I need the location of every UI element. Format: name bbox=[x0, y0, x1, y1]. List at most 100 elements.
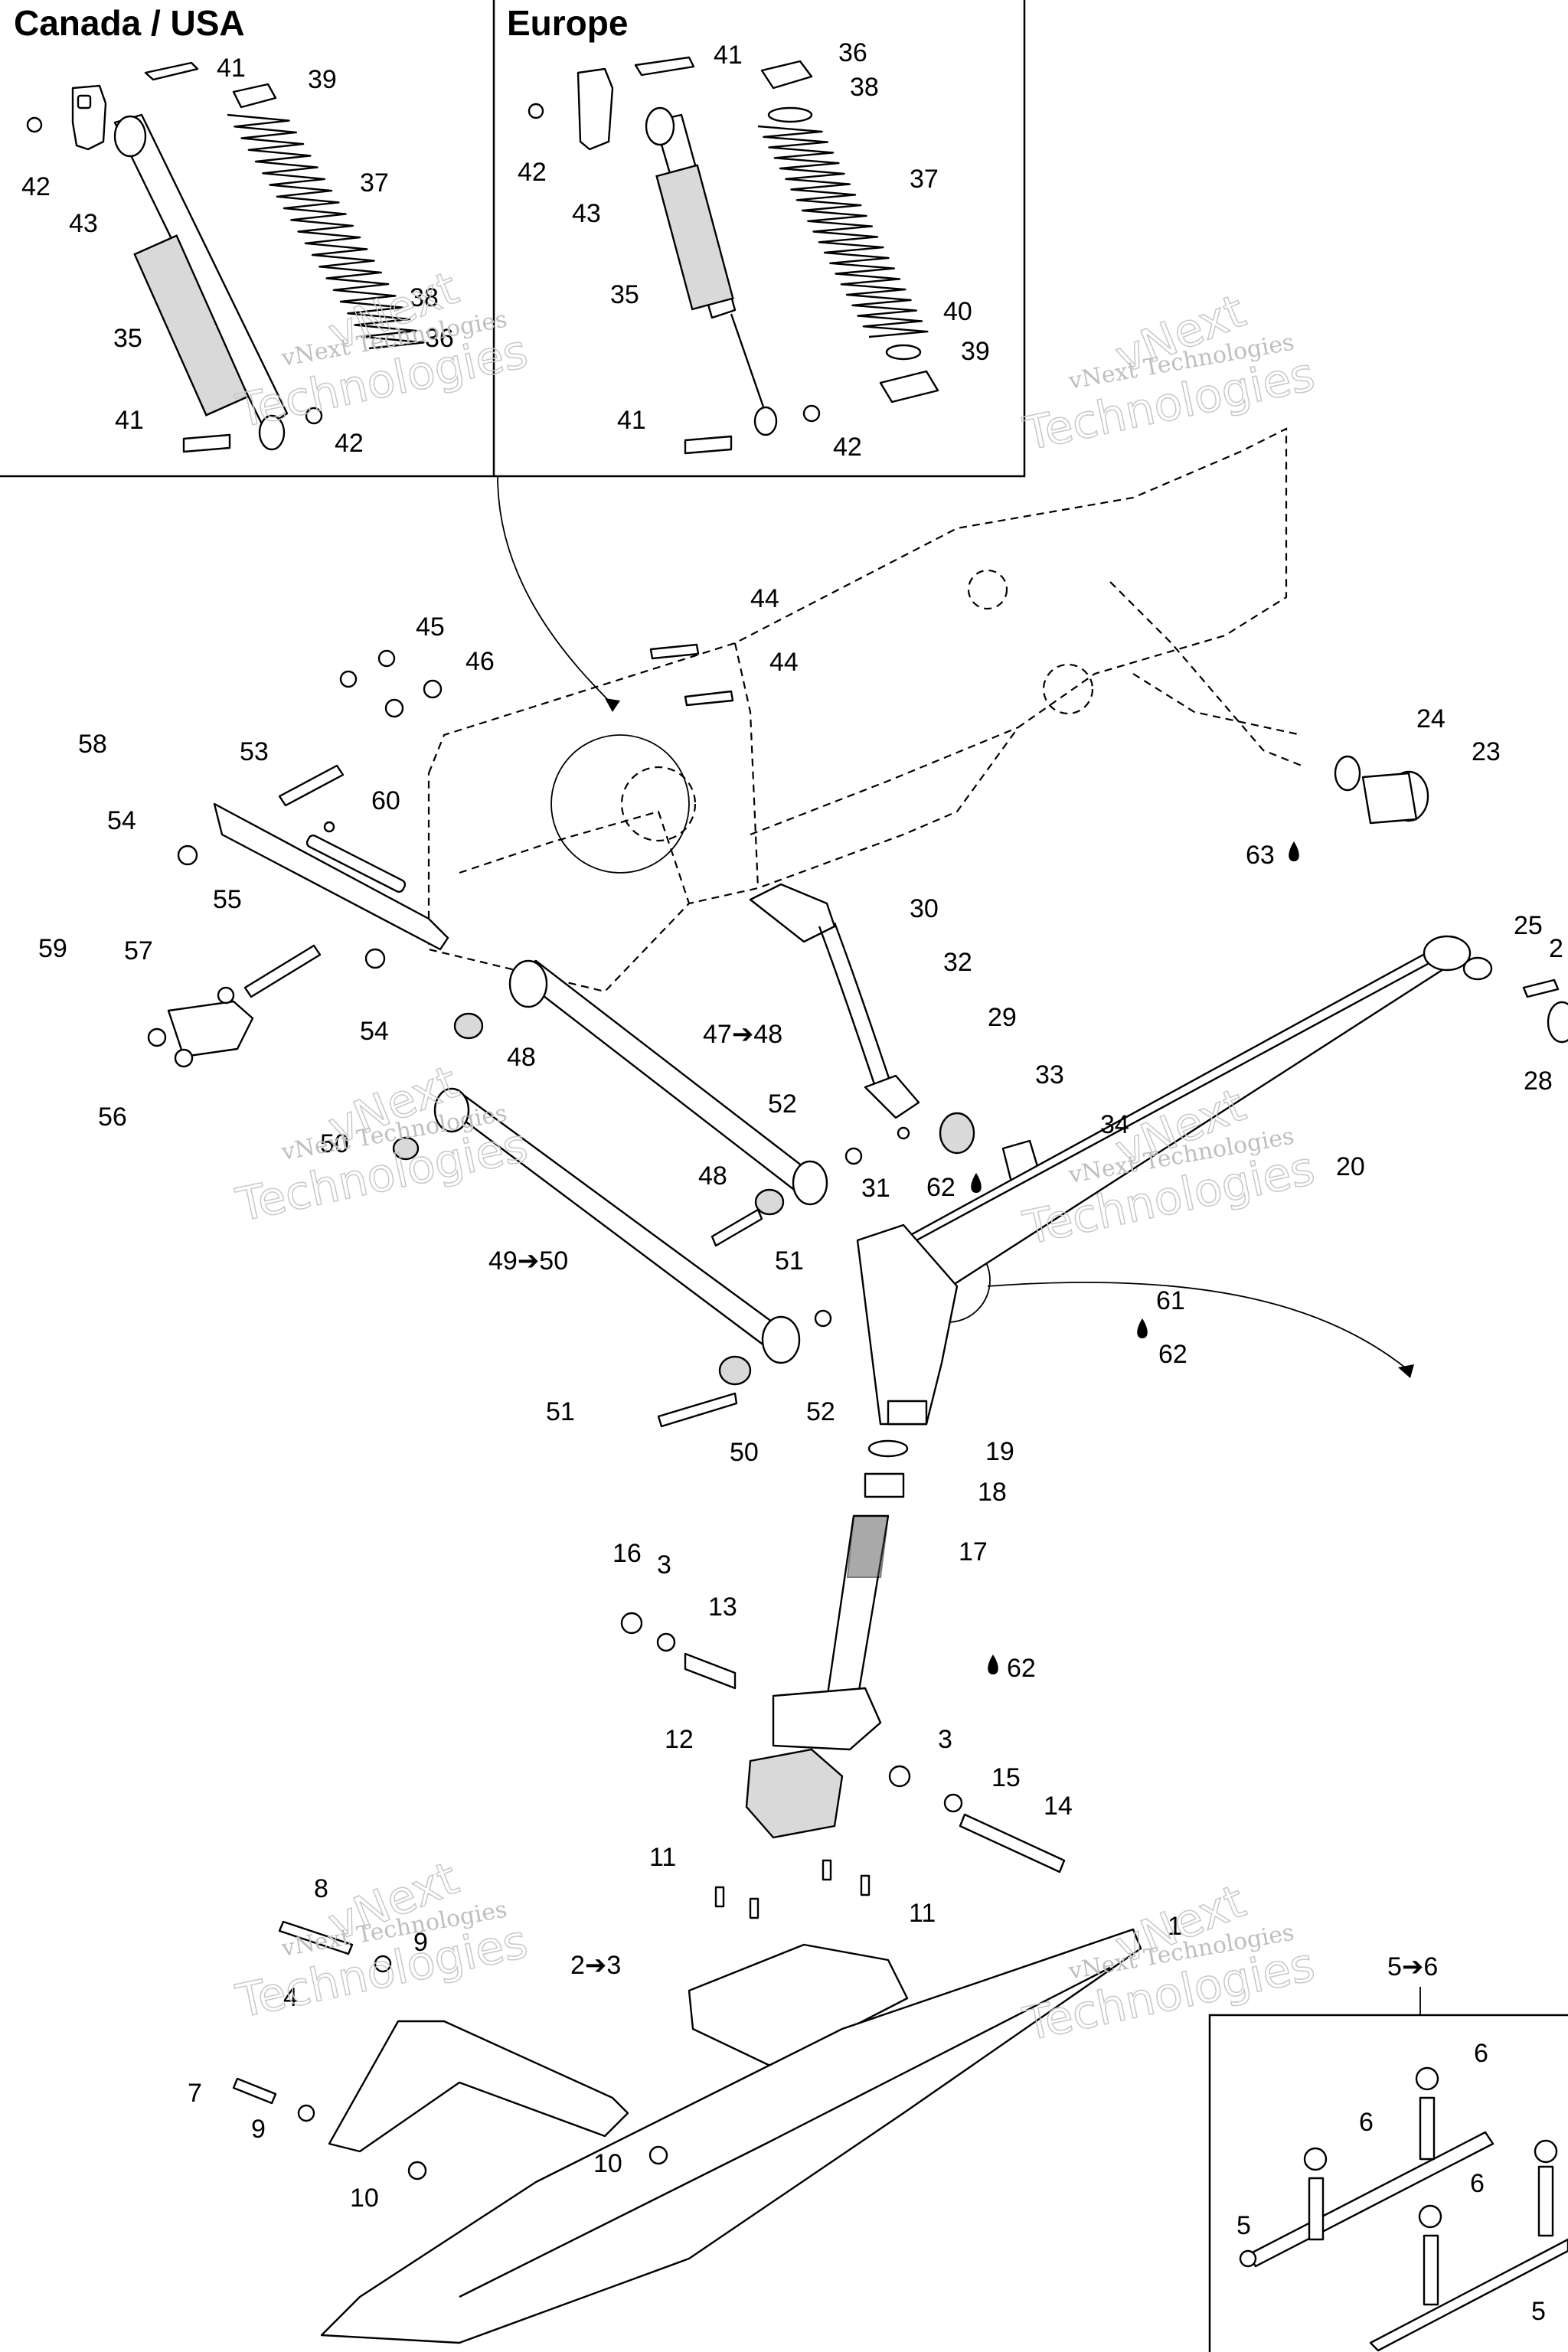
callout-58: 58 bbox=[78, 730, 107, 759]
callout-41: 41 bbox=[617, 406, 646, 435]
callout-56: 56 bbox=[98, 1102, 127, 1132]
callout-38: 38 bbox=[410, 283, 439, 312]
drop-icon bbox=[1137, 1318, 1148, 1338]
callout-43: 43 bbox=[69, 209, 98, 238]
callout-18: 18 bbox=[978, 1478, 1007, 1507]
inset-title-canada-usa: Canada / USA bbox=[14, 3, 245, 43]
callout-19: 19 bbox=[985, 1437, 1014, 1466]
callout-11: 11 bbox=[649, 1843, 676, 1872]
callout-42: 42 bbox=[833, 433, 862, 462]
callout-13: 13 bbox=[708, 1592, 737, 1622]
callout-51: 51 bbox=[775, 1246, 804, 1276]
drop-icon bbox=[988, 1655, 998, 1674]
callout-55: 55 bbox=[213, 885, 242, 914]
callout-43: 43 bbox=[572, 199, 601, 228]
callout-30: 30 bbox=[910, 894, 939, 923]
callout-39: 39 bbox=[308, 65, 337, 94]
callout-42: 42 bbox=[21, 172, 51, 201]
spring-canada bbox=[227, 113, 425, 350]
callout-41: 41 bbox=[714, 41, 743, 70]
drop-icon bbox=[1289, 841, 1299, 861]
callout-labels: 41 39 37 42 43 35 38 36 41 42 41 36 38 3… bbox=[21, 38, 1563, 2326]
callout-49-50: 49➔50 bbox=[488, 1246, 568, 1276]
callout-25: 25 bbox=[1514, 911, 1543, 940]
callout-20: 20 bbox=[1336, 1152, 1365, 1181]
inset-arrow bbox=[497, 475, 613, 705]
callout-50: 50 bbox=[320, 1129, 349, 1158]
callout-5: 5 bbox=[1236, 2211, 1251, 2240]
callout-33: 33 bbox=[1035, 1060, 1064, 1089]
callout-3: 3 bbox=[938, 1725, 952, 1754]
callout-28: 28 bbox=[1524, 1067, 1553, 1096]
callout-16: 16 bbox=[612, 1539, 642, 1568]
shock-absorber-canada bbox=[26, 61, 323, 453]
callout-53: 53 bbox=[240, 737, 269, 766]
callout-5: 5 bbox=[1531, 2297, 1546, 2326]
callout-35: 35 bbox=[113, 324, 142, 353]
shock-absorber-europe bbox=[528, 56, 939, 455]
callout-1: 1 bbox=[1168, 1912, 1182, 1941]
callout-8: 8 bbox=[314, 1874, 328, 1903]
callout-63: 63 bbox=[1246, 841, 1275, 870]
callout-35: 35 bbox=[610, 280, 639, 309]
callout-57: 57 bbox=[124, 936, 153, 965]
inset-title-europe: Europe bbox=[507, 3, 628, 43]
callout-54: 54 bbox=[360, 1017, 389, 1046]
callout-6: 6 bbox=[1470, 2169, 1485, 2198]
callout-44: 44 bbox=[769, 648, 799, 677]
callout-42: 42 bbox=[518, 158, 547, 187]
callout-37: 37 bbox=[910, 165, 939, 194]
callout-36: 36 bbox=[425, 324, 454, 353]
callout-36: 36 bbox=[838, 38, 867, 67]
suspension-parts bbox=[147, 643, 1568, 2344]
callout-11: 11 bbox=[909, 1899, 936, 1928]
callout-50: 50 bbox=[730, 1438, 759, 1467]
callout-52: 52 bbox=[806, 1397, 835, 1426]
callout-29: 29 bbox=[988, 1003, 1017, 1032]
callout-47-48: 47➔48 bbox=[703, 1020, 782, 1049]
callout-24: 24 bbox=[1416, 704, 1446, 733]
callout-2: 2 bbox=[1549, 934, 1563, 963]
callout-42: 42 bbox=[335, 429, 364, 458]
callout-62: 62 bbox=[926, 1173, 956, 1202]
callout-3: 3 bbox=[657, 1550, 671, 1579]
callout-62: 62 bbox=[1158, 1340, 1187, 1369]
callout-17: 17 bbox=[959, 1537, 988, 1566]
callout-52: 52 bbox=[768, 1089, 797, 1119]
callout-54: 54 bbox=[107, 806, 136, 835]
spring-europe bbox=[757, 125, 929, 338]
callout-39: 39 bbox=[961, 337, 990, 366]
callout-31: 31 bbox=[861, 1174, 890, 1203]
callout-7: 7 bbox=[188, 2079, 202, 2108]
callout-12: 12 bbox=[665, 1725, 694, 1754]
callout-51: 51 bbox=[546, 1397, 575, 1426]
drop-icon bbox=[971, 1173, 982, 1193]
callout-41: 41 bbox=[217, 54, 246, 83]
callout-46: 46 bbox=[466, 647, 495, 676]
callout-38: 38 bbox=[850, 73, 879, 102]
callout-60: 60 bbox=[371, 786, 400, 815]
grease-drop-icons bbox=[971, 841, 1299, 1674]
callout-44: 44 bbox=[750, 584, 779, 613]
callout-40: 40 bbox=[943, 297, 972, 326]
inset-label-runner: 5➔6 bbox=[1387, 1952, 1438, 1981]
callout-10: 10 bbox=[350, 2184, 379, 2213]
callout-62: 62 bbox=[1007, 1654, 1036, 1683]
callout-32: 32 bbox=[943, 948, 972, 977]
callout-48: 48 bbox=[507, 1043, 536, 1072]
callout-41: 41 bbox=[115, 406, 144, 435]
callout-6: 6 bbox=[1359, 2108, 1374, 2137]
callout-14: 14 bbox=[1044, 1792, 1073, 1821]
callout-45: 45 bbox=[416, 612, 445, 642]
callout-4: 4 bbox=[283, 1983, 298, 2012]
callout-59: 59 bbox=[38, 934, 67, 963]
callout-23: 23 bbox=[1472, 737, 1501, 766]
carbide-runner-parts bbox=[1239, 2066, 1568, 2352]
callout-9: 9 bbox=[251, 2115, 266, 2144]
callout-2-3: 2➔3 bbox=[570, 1951, 621, 1980]
callout-61: 61 bbox=[1156, 1286, 1185, 1315]
callout-34: 34 bbox=[1100, 1110, 1129, 1139]
callout-6: 6 bbox=[1474, 2039, 1488, 2068]
